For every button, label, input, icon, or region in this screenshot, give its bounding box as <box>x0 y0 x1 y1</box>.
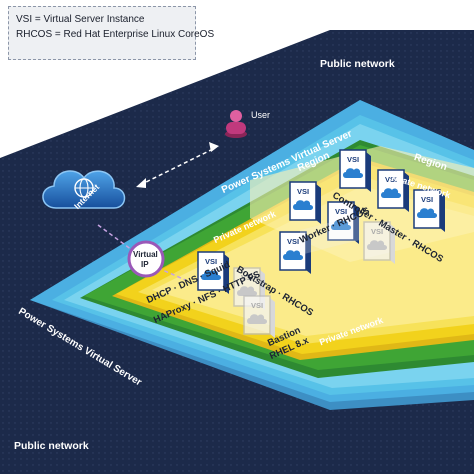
cloud-icon <box>331 220 351 230</box>
worker-vsi-2-label: VSI <box>335 207 347 216</box>
public-network-label-top: Public network <box>320 58 395 70</box>
cloud-icon <box>381 188 401 198</box>
worker-vsi-3-label: VSI <box>371 227 383 236</box>
controller-vsi-2-label: VSI <box>385 175 397 184</box>
virtual-ip-icon <box>127 240 165 278</box>
worker-vsi-1: VSI <box>289 181 321 224</box>
worker-vsi-3: VSI <box>363 221 395 264</box>
bastion-vsi: VSI <box>243 295 275 338</box>
internet-virtual-ip-link <box>97 224 133 251</box>
cloud-icon <box>293 200 313 210</box>
user-label: User <box>251 110 271 120</box>
cloud-icon <box>247 314 267 324</box>
cloud-icon <box>237 286 257 296</box>
internet-cloud-icon <box>42 170 126 209</box>
legend-box: VSI = Virtual Server Instance RHCOS = Re… <box>8 6 215 60</box>
bastion-vsi-label: VSI <box>251 301 263 310</box>
controller-vsi-3: VSI <box>413 189 445 232</box>
worker-vsi-2: VSI <box>327 201 359 244</box>
virtual-ip-label-line2: IP <box>141 260 149 269</box>
services-vsi-2-label: VSI <box>241 273 253 282</box>
bootstrap-vsi-label: VSI <box>287 237 299 246</box>
cloud-icon <box>343 168 363 178</box>
public-network-label-bottom: Public network <box>14 440 89 452</box>
controller-vsi-1-label: VSI <box>347 155 359 164</box>
cloud-icon <box>367 240 387 250</box>
legend-rhcos-line: RHCOS = Red Hat Enterprise Linux CoreOS <box>16 29 215 40</box>
cloud-icon <box>201 270 221 280</box>
worker-vsi-1-label: VSI <box>297 187 309 196</box>
services-vsi-1: VSI <box>197 251 229 294</box>
controller-vsi-2: VSI <box>377 169 409 212</box>
virtual-ip-cluster-link <box>157 267 191 283</box>
virtual-ip-label-line1: Virtual <box>133 250 158 259</box>
controller-vsi-1: VSI <box>339 149 371 192</box>
user-icon <box>225 110 247 138</box>
legend-vsi-line: VSI = Virtual Server Instance <box>16 14 145 25</box>
controller-vsi-3-label: VSI <box>421 195 433 204</box>
cloud-icon <box>283 250 303 260</box>
bootstrap-vsi: VSI <box>279 231 311 274</box>
cloud-icon <box>417 208 437 218</box>
services-vsi-1-label: VSI <box>205 257 217 266</box>
